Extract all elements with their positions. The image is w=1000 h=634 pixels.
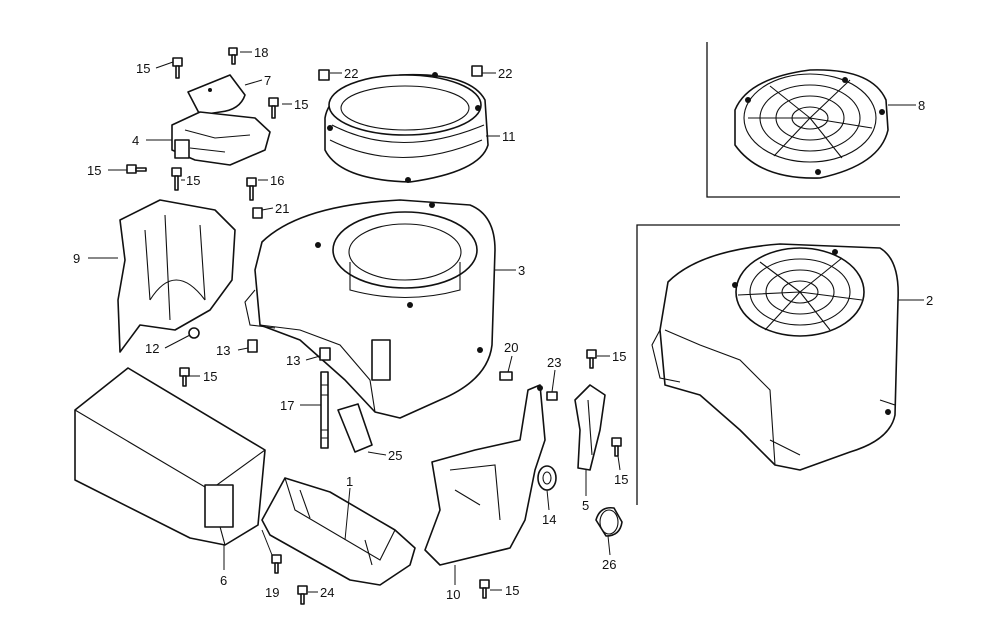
callout-13: 13 xyxy=(286,353,300,368)
cap-part-26 xyxy=(595,506,623,537)
callout-7: 7 xyxy=(264,73,271,88)
callout-3: 3 xyxy=(518,263,525,278)
callout-12: 12 xyxy=(145,341,159,356)
callout-10: 10 xyxy=(446,587,460,602)
callout-labels: 15 18 7 15 4 15 15 16 21 9 22 22 11 8 3 … xyxy=(73,45,933,602)
grommet-part-14 xyxy=(537,465,557,491)
bracket-part-5 xyxy=(574,384,606,471)
callout-24: 24 xyxy=(320,585,334,600)
callout-1: 1 xyxy=(346,474,353,489)
callout-4: 4 xyxy=(132,133,139,148)
fan-cover-part-3 xyxy=(244,199,496,419)
callout-16: 16 xyxy=(270,173,284,188)
callout-17: 17 xyxy=(280,398,294,413)
callout-9: 9 xyxy=(73,251,80,266)
callout-11: 11 xyxy=(502,129,516,144)
air-cleaner-cover-part-6 xyxy=(74,367,266,546)
callout-22: 22 xyxy=(344,66,358,81)
fan-cover-assembly-part-2 xyxy=(651,243,899,471)
callout-6: 6 xyxy=(220,573,227,588)
plate-part-25 xyxy=(337,403,373,453)
callout-15: 15 xyxy=(203,369,217,384)
callout-21: 21 xyxy=(275,201,289,216)
callout-13: 13 xyxy=(216,343,230,358)
leader-lines xyxy=(88,51,924,593)
callout-15: 15 xyxy=(186,173,200,188)
bracket-part-4 xyxy=(171,111,271,166)
callout-18: 18 xyxy=(254,45,268,60)
stud-bolt-part-17 xyxy=(320,371,329,449)
callout-15: 15 xyxy=(505,583,519,598)
callout-20: 20 xyxy=(504,340,518,355)
fan-screen-part-8 xyxy=(734,69,889,179)
inset-frame-right xyxy=(636,224,900,505)
plate-part-7 xyxy=(187,74,246,116)
callout-26: 26 xyxy=(602,557,616,572)
callout-5: 5 xyxy=(582,498,589,513)
fastener-bolts xyxy=(126,47,622,605)
air-guide-ring-part-11 xyxy=(324,72,489,183)
cylinder-baffle-part-10 xyxy=(424,384,546,566)
callout-14: 14 xyxy=(542,512,556,527)
callout-15: 15 xyxy=(136,61,150,76)
callout-15: 15 xyxy=(614,472,628,487)
callout-15: 15 xyxy=(612,349,626,364)
callout-15: 15 xyxy=(87,163,101,178)
inset-frame-top xyxy=(706,42,900,198)
side-shroud-part-9 xyxy=(117,199,236,353)
callout-22: 22 xyxy=(498,66,512,81)
callout-15: 15 xyxy=(294,97,308,112)
callout-2: 2 xyxy=(926,293,933,308)
callout-19: 19 xyxy=(265,585,279,600)
callout-23: 23 xyxy=(547,355,561,370)
callout-25: 25 xyxy=(388,448,402,463)
callout-8: 8 xyxy=(918,98,925,113)
lower-shroud-part-1 xyxy=(261,477,416,586)
